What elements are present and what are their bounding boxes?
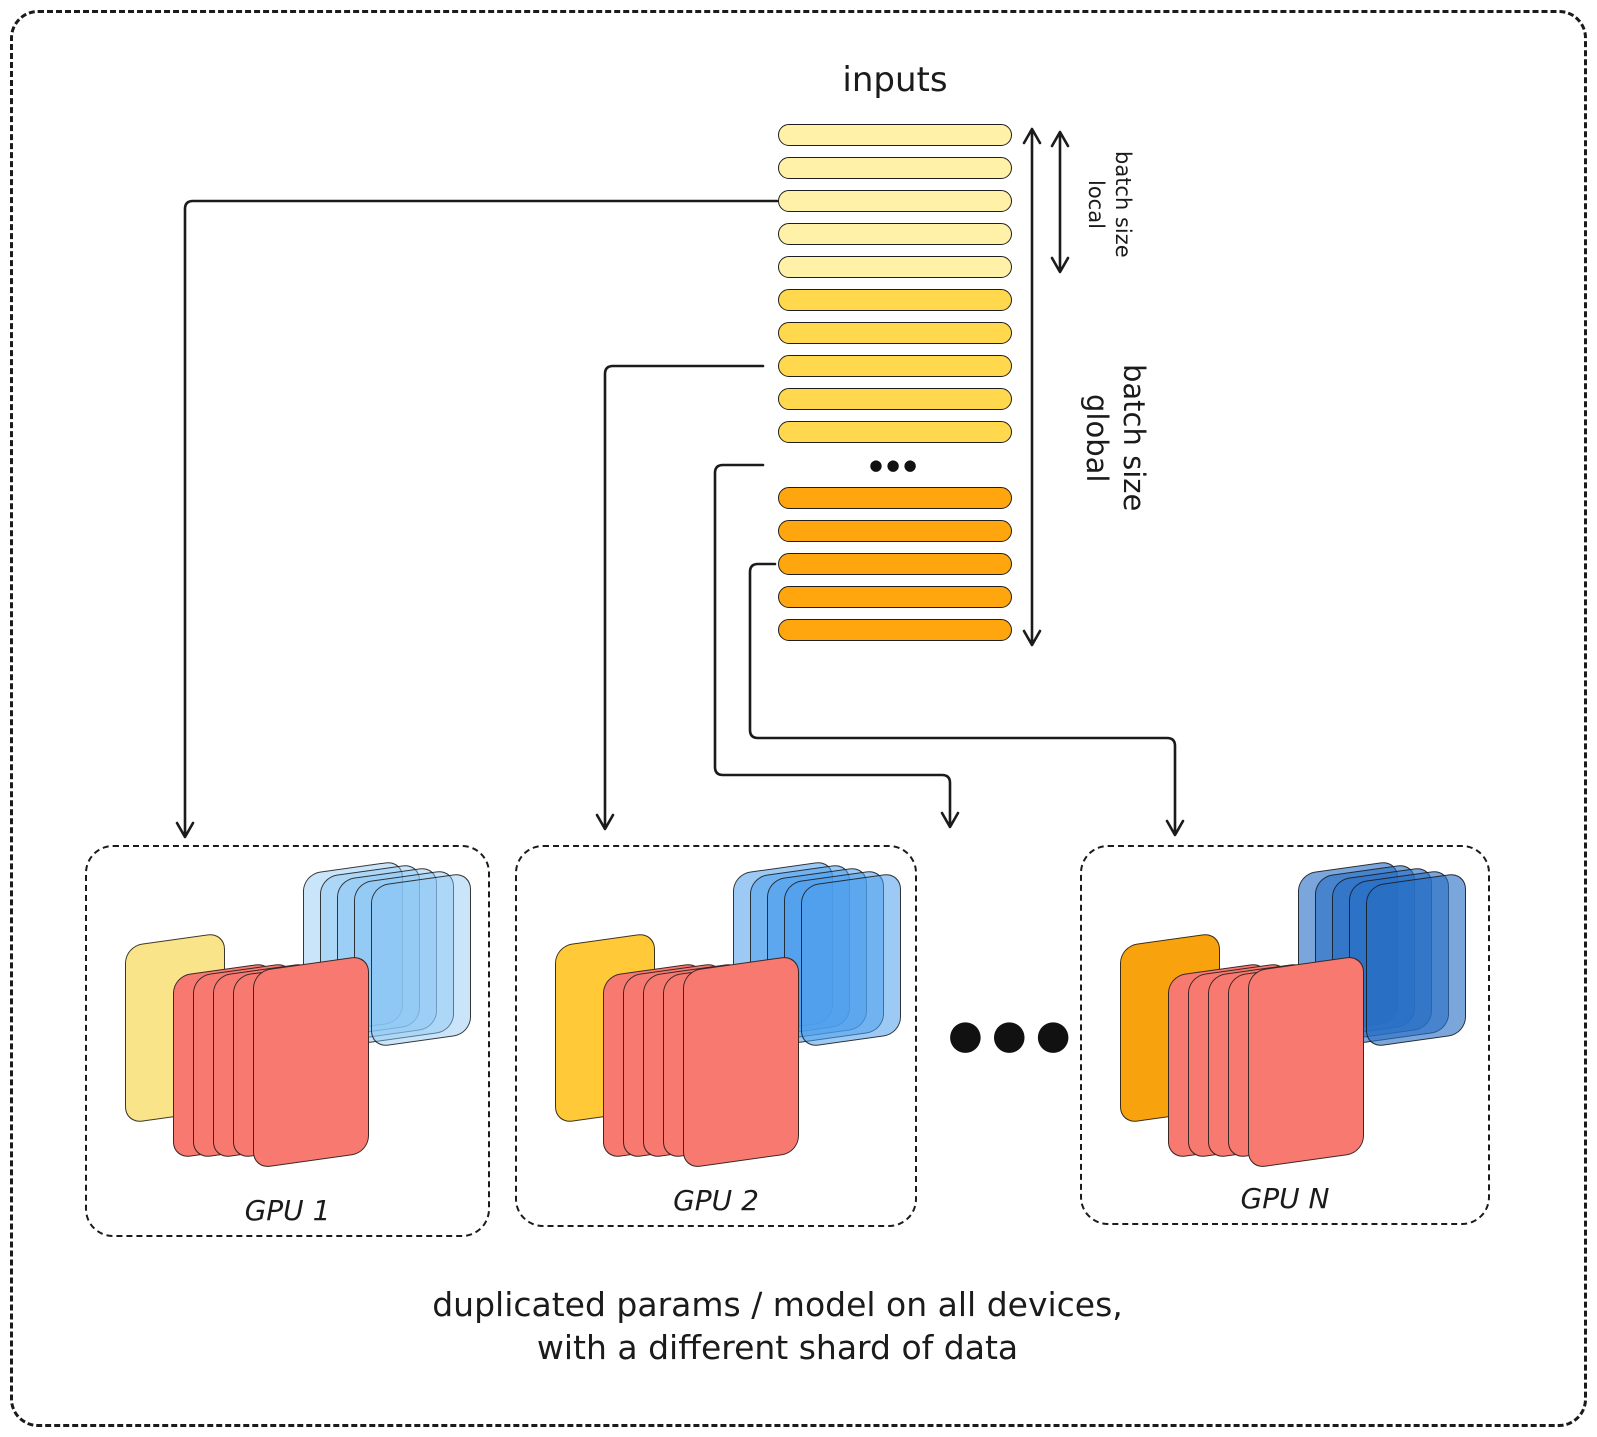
model-layer-card <box>683 954 799 1170</box>
outer-frame <box>10 10 1587 1427</box>
gpu-n-label: GPU N <box>1240 1182 1330 1215</box>
gpu-ellipsis: ●●● <box>948 1012 1080 1058</box>
activations-card <box>371 871 471 1049</box>
input-bar-shard-mid <box>778 421 1012 443</box>
activations-card <box>1366 871 1466 1049</box>
model-layer-card <box>1248 954 1364 1170</box>
activations-card <box>801 871 901 1049</box>
input-bar-shard-mid <box>778 388 1012 410</box>
gpu2-model-stack <box>517 847 915 1225</box>
input-bar-shard-top <box>778 124 1012 146</box>
inputs-bars: ●●● <box>778 124 1012 641</box>
input-bar-shard-bottom <box>778 619 1012 641</box>
gpu2-box: GPU 2 <box>515 845 917 1227</box>
gpu1-box: GPU 1 <box>85 845 490 1237</box>
input-bar-shard-top <box>778 223 1012 245</box>
global-batch-size-word2: batch size <box>1117 364 1151 512</box>
caption-line1: duplicated params / model on all devices… <box>432 1285 1123 1324</box>
input-bar-shard-top <box>778 157 1012 179</box>
input-bar-shard-top <box>778 256 1012 278</box>
input-bar-shard-mid <box>778 289 1012 311</box>
caption: duplicated params / model on all devices… <box>295 1284 1260 1370</box>
local-batch-size-label: local batch size <box>1084 130 1135 278</box>
local-batch-size-word1: local <box>1084 179 1108 229</box>
gpu1-label: GPU 1 <box>244 1194 331 1227</box>
caption-line2: with a different shard of data <box>536 1327 1019 1367</box>
input-bar-shard-bottom <box>778 487 1012 509</box>
gpu1-model-stack <box>87 847 488 1235</box>
inputs-ellipsis: ●●● <box>869 456 921 474</box>
input-bar-shard-bottom <box>778 553 1012 575</box>
input-bar-shard-mid <box>778 322 1012 344</box>
input-bar-shard-mid <box>778 355 1012 377</box>
input-bar-shard-top <box>778 190 1012 212</box>
input-bar-shard-bottom <box>778 586 1012 608</box>
model-layer-card <box>253 954 369 1170</box>
input-bar-shard-bottom <box>778 520 1012 542</box>
global-batch-size-word1: global <box>1080 393 1114 483</box>
gpu2-label: GPU 2 <box>673 1184 759 1217</box>
gpu-n-model-stack <box>1082 847 1488 1223</box>
local-batch-size-word2: batch size <box>1111 150 1135 258</box>
global-batch-size-label: global batch size <box>1080 348 1151 528</box>
gpu-n-box: GPU N <box>1080 845 1490 1225</box>
inputs-title: inputs <box>842 60 948 100</box>
